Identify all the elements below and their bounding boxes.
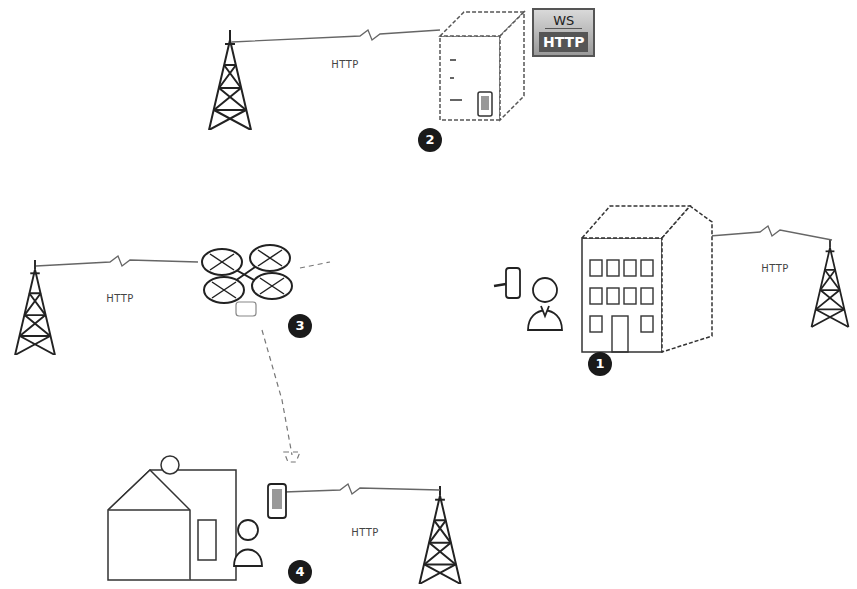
cell-tower xyxy=(419,486,460,584)
callout-number: 1 xyxy=(588,352,612,376)
callout-number: 3 xyxy=(288,314,312,338)
callout-number: 2 xyxy=(418,128,442,152)
office-building xyxy=(582,206,712,352)
wireless-link xyxy=(36,30,832,494)
person-figure xyxy=(234,484,286,566)
protocol-label: HTTP xyxy=(104,293,136,304)
house-illustration xyxy=(108,456,236,580)
server-illustration xyxy=(440,12,524,120)
drone-illustration xyxy=(202,245,292,316)
protocol-name: HTTP xyxy=(539,32,588,52)
protocol-label: HTTP xyxy=(759,263,791,274)
cell-tower xyxy=(812,239,849,327)
protocol-badge: WS HTTP xyxy=(532,8,595,57)
protocol-heading: WS xyxy=(545,13,582,29)
protocol-label: HTTP xyxy=(329,59,361,70)
cell-tower xyxy=(15,260,55,355)
building-windows xyxy=(590,260,653,352)
person-figure xyxy=(494,268,562,330)
protocol-label: HTTP xyxy=(349,527,381,538)
cell-tower xyxy=(209,30,251,130)
server-detail xyxy=(450,60,492,116)
callout-number: 4 xyxy=(288,560,312,584)
